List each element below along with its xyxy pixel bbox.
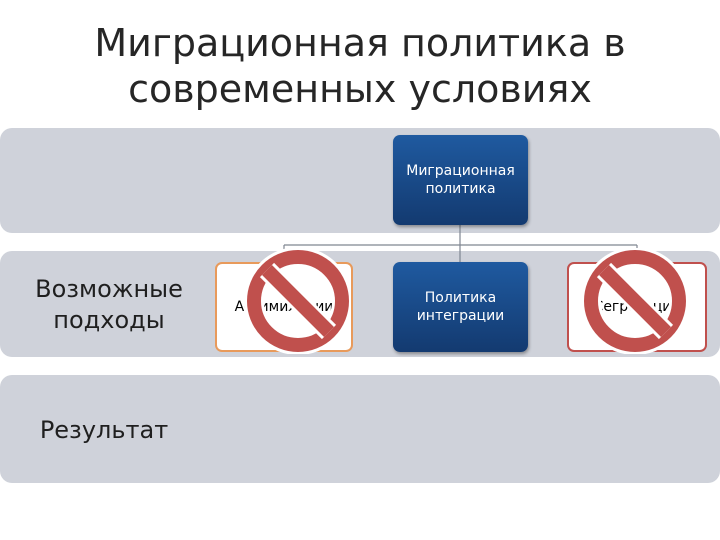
band-row-3 [0,375,720,483]
band-row-1 [0,128,720,233]
node-migration-policy-label: Миграционная политика [406,163,515,197]
node-integration-policy: Политика интеграции [393,262,528,352]
band-label-result: Результат [39,416,169,444]
prohibition-icon [582,248,688,354]
prohibition-icon [245,248,351,354]
band-label-approaches: Возможные подходы [35,275,183,334]
node-migration-policy: Миграционная политика [393,135,528,225]
node-integration-label: Политика интеграции [416,290,505,324]
slide-title: Миграционная политика в современных усло… [94,21,626,111]
